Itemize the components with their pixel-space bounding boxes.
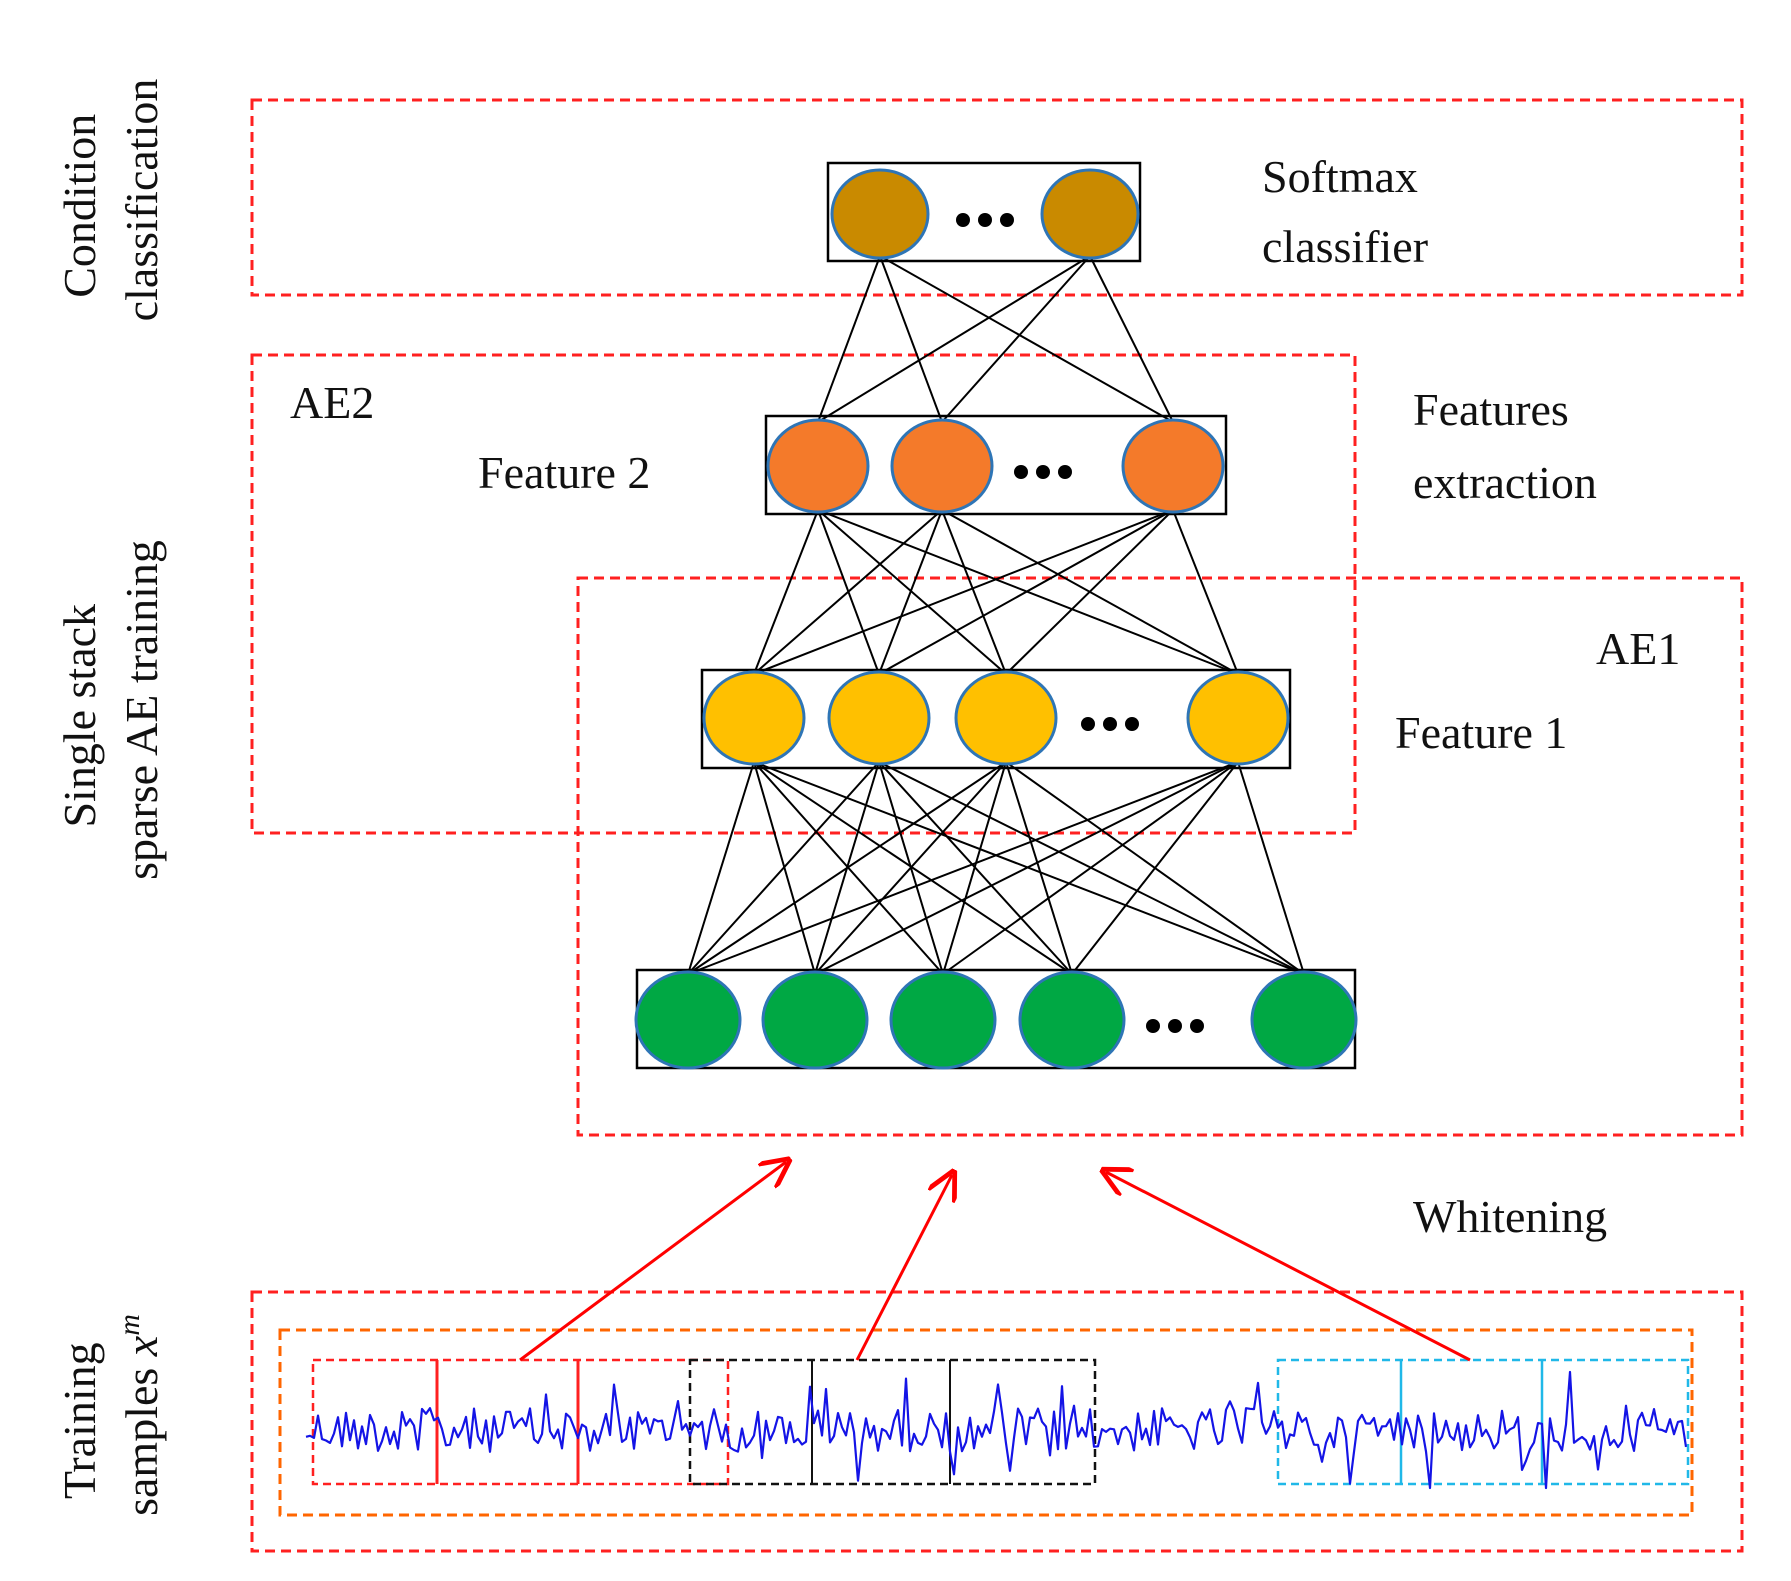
feature1-ellipsis-dot: [1103, 717, 1117, 731]
connection-line: [817, 255, 1091, 423]
condition-classification-label: Condition classification: [54, 79, 167, 322]
feature2-ellipsis-dot: [1014, 465, 1028, 479]
whitening-label: Whitening: [1413, 1191, 1607, 1242]
feature1-ellipsis-dot: [1081, 717, 1095, 731]
input-node: [634, 970, 742, 1070]
single-stack-label: Single stack sparse AE training: [54, 540, 167, 880]
softmax-ellipsis-dot: [1000, 213, 1014, 227]
connection-line: [1005, 761, 1073, 975]
feature2-label: Feature 2: [478, 447, 650, 498]
connection-line: [878, 509, 1174, 675]
training-samples-label: Training samples xm: [54, 1314, 167, 1516]
arrow-from-black-window: [855, 1175, 952, 1361]
connection-line: [814, 761, 1007, 975]
feature2-ellipsis-dot: [1036, 465, 1050, 479]
feature1-node: [954, 670, 1058, 766]
feature1-node: [1186, 670, 1290, 766]
feature2-node: [766, 418, 870, 514]
arrow-from-red-window: [519, 1162, 786, 1362]
input-node: [1018, 970, 1126, 1070]
network-connections: [687, 255, 1305, 975]
connection-line: [753, 509, 943, 675]
ae2-box: [250, 353, 1357, 835]
softmax-ellipsis-dot: [978, 213, 992, 227]
connection-line: [814, 761, 1239, 975]
input-ellipsis-dot: [1146, 1019, 1160, 1033]
features-extraction-label: Features extraction: [1413, 384, 1597, 508]
connection-line: [941, 255, 1091, 423]
black-window: [688, 1358, 1097, 1486]
input-node: [1250, 970, 1358, 1070]
input-ellipsis-dot: [1190, 1019, 1204, 1033]
connection-line: [879, 255, 1174, 423]
training-samples-inner-box: [278, 1328, 1694, 1517]
red-window: [311, 1358, 730, 1486]
connection-line: [753, 761, 1073, 975]
connection-line: [753, 509, 1174, 675]
network-nodes: [634, 168, 1358, 1070]
input-node: [761, 970, 869, 1070]
connection-line: [941, 509, 1007, 675]
connection-line: [878, 509, 943, 675]
training-samples-variable: x: [116, 1335, 167, 1357]
connection-line: [687, 761, 1007, 975]
connection-line: [1071, 761, 1239, 975]
connection-line: [687, 761, 880, 975]
connection-line: [942, 761, 1239, 975]
feature1-label: Feature 1: [1395, 707, 1567, 758]
connection-line: [687, 761, 755, 975]
arrow-from-cyan-window: [1106, 1172, 1471, 1362]
sample-windows: [311, 1358, 1690, 1486]
ae1-box: [576, 576, 1744, 1137]
ae1-label: AE1: [1596, 623, 1680, 674]
connection-line: [1089, 255, 1174, 423]
softmax-classifier-label: Softmax classifier: [1262, 151, 1429, 272]
connection-line: [1005, 509, 1174, 675]
feature2-node: [890, 418, 994, 514]
condition-classification-box: [250, 98, 1744, 297]
training-samples-outer-box: [250, 1290, 1744, 1553]
ae2-label: AE2: [290, 377, 374, 428]
softmax-ellipsis-dot: [956, 213, 970, 227]
feature1-ellipsis-dot: [1125, 717, 1139, 731]
vibration-signal: [305, 1370, 1688, 1490]
connection-line: [753, 761, 1305, 975]
connection-line: [879, 255, 943, 423]
softmax-node: [830, 168, 930, 260]
connection-line: [1237, 761, 1305, 975]
training-samples-superscript: m: [113, 1314, 146, 1336]
connection-line: [687, 761, 1239, 975]
feature1-layer: [700, 668, 1292, 770]
feature2-ellipsis-dot: [1058, 465, 1072, 479]
input-node: [889, 970, 997, 1070]
connection-line: [753, 509, 819, 675]
connection-line: [817, 255, 881, 423]
connection-line: [1172, 509, 1239, 675]
feature1-node: [827, 670, 931, 766]
feature2-layer: [764, 414, 1228, 516]
feature1-node: [702, 670, 806, 766]
connection-line: [817, 509, 1007, 675]
softmax-layer: [826, 161, 1142, 263]
connection-line: [942, 761, 1007, 975]
input-ellipsis-dot: [1168, 1019, 1182, 1033]
softmax-node: [1040, 168, 1140, 260]
feature2-node: [1121, 418, 1225, 514]
cyan-window: [1276, 1358, 1690, 1486]
